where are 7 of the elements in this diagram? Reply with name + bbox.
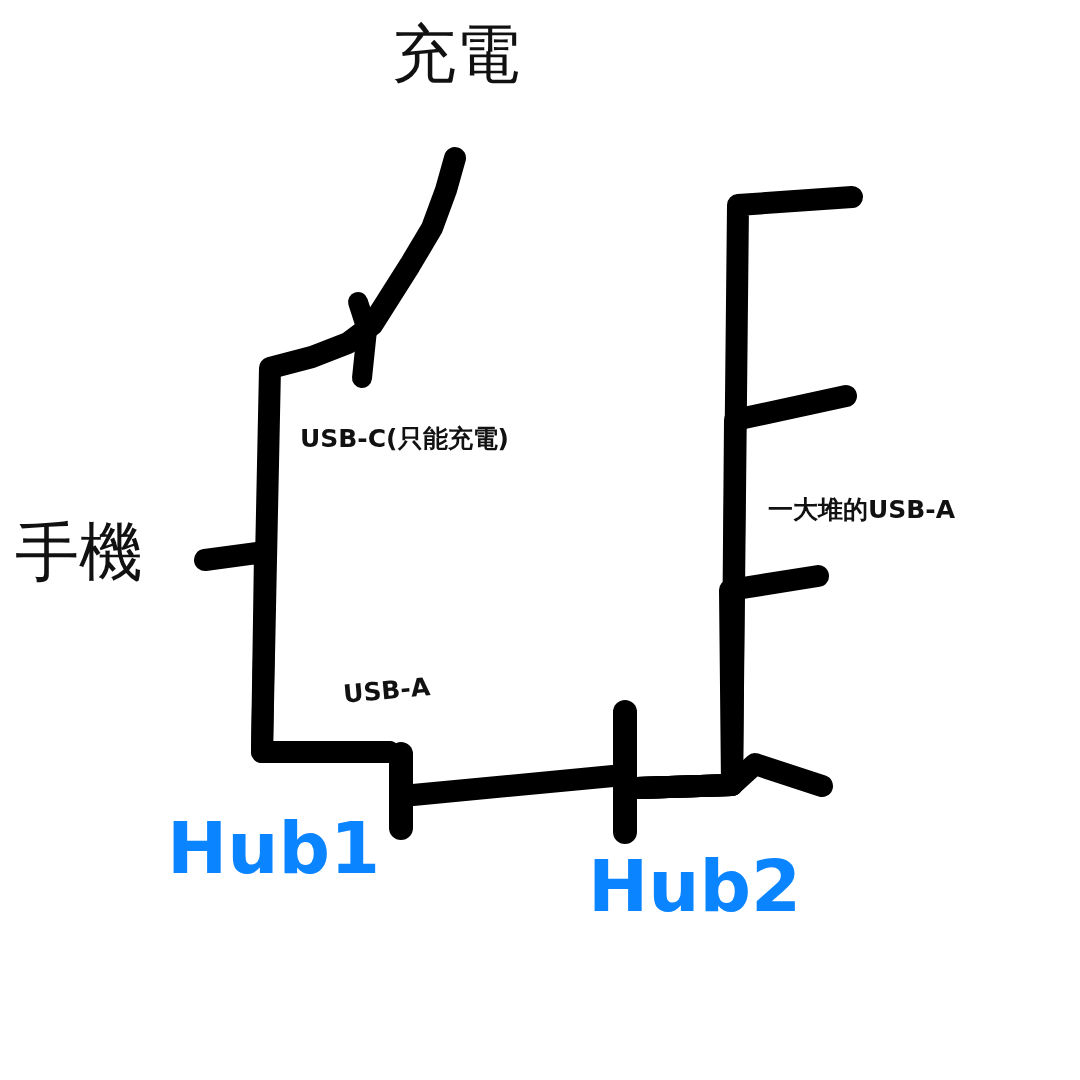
hub-label: Hub2: [588, 850, 802, 922]
port-label: USB-C(只能充電): [300, 426, 509, 451]
port-label: USB-A: [342, 674, 431, 707]
device-label: 充電: [392, 18, 520, 92]
device-label: 手機: [15, 516, 143, 590]
port-label: 一大堆的USB-A: [768, 497, 956, 522]
hub-label: Hub1: [167, 812, 381, 884]
